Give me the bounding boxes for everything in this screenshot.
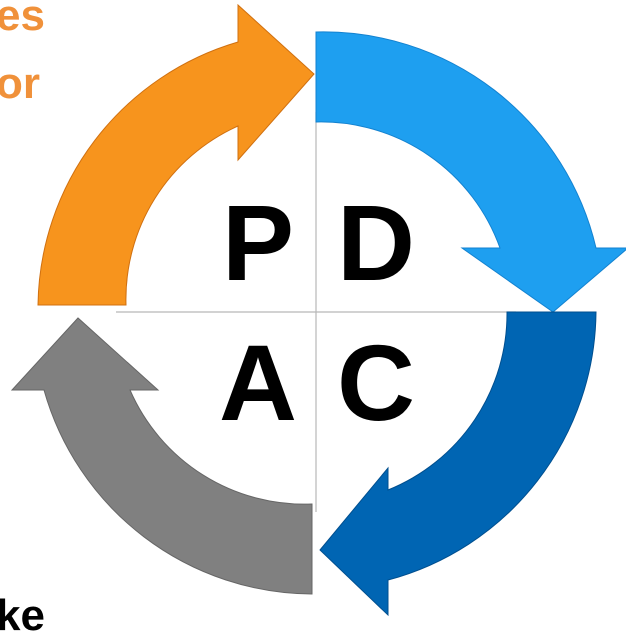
do-arrow: [315, 31, 626, 313]
orange-heading-fragment-second: or: [0, 59, 40, 108]
plan-arrow: [37, 3, 315, 306]
act-letter: A: [219, 322, 297, 443]
plan-letter: P: [222, 182, 294, 303]
orange-heading-fragment-top: es: [0, 0, 45, 40]
check-arrow: [319, 311, 597, 617]
pdca-cycle-diagram: P D A C: [10, 3, 626, 617]
act-arrow: [10, 317, 313, 595]
quadrant-dividers: [116, 112, 516, 512]
do-letter: D: [337, 182, 415, 303]
check-letter: C: [337, 322, 415, 443]
